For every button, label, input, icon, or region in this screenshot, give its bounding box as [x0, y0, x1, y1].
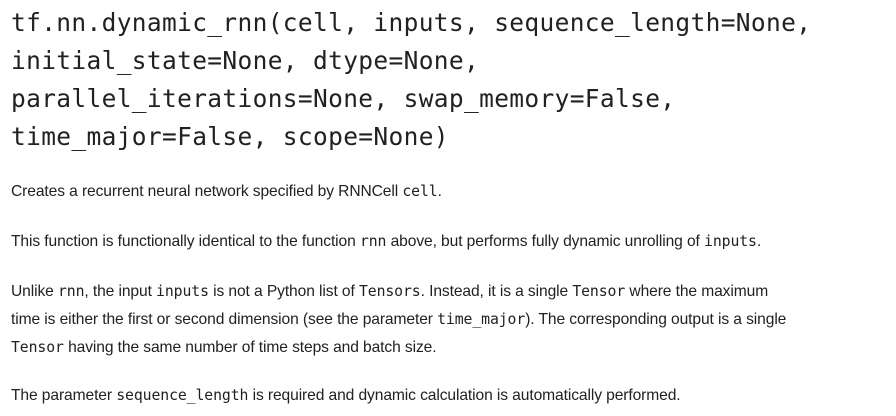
text-run: having the same number of time steps and… — [63, 339, 437, 356]
inline-code: rnn — [57, 283, 85, 300]
paragraph-line: time is either the first or second dimen… — [11, 306, 786, 334]
text-run: . — [437, 183, 442, 200]
text-run: This function is functionally identical … — [11, 233, 360, 250]
paragraph-line: Unlike rnn, the input inputs is not a Py… — [11, 278, 786, 306]
inline-code: time_major — [437, 311, 526, 328]
inputs-explanation-paragraph: Unlike rnn, the input inputs is not a Py… — [11, 278, 786, 362]
functional-identity-paragraph: This function is functionally identical … — [11, 228, 761, 256]
text-run: ). The corresponding output is a single — [525, 311, 787, 328]
inline-code: sequence_length — [116, 387, 249, 404]
text-run: is not a Python list of — [208, 283, 359, 300]
paragraph-line: Tensor having the same number of time st… — [11, 334, 786, 362]
text-run: time is either the first or second dimen… — [11, 311, 438, 328]
text-run: , the input — [84, 283, 157, 300]
signature-line-1: tf.nn.dynamic_rnn(cell, inputs, sequence… — [11, 8, 812, 37]
inline-code: Tensors — [358, 283, 421, 300]
inline-code: Tensor — [11, 339, 64, 356]
text-run: Unlike — [11, 283, 58, 300]
signature-line-4: time_major=False, scope=None) — [11, 122, 449, 151]
text-run: is required and dynamic calculation is a… — [248, 387, 681, 404]
text-run: The parameter — [11, 387, 117, 404]
signature-line-3: parallel_iterations=None, swap_memory=Fa… — [11, 84, 676, 113]
text-run: . — [756, 233, 762, 250]
text-run: where the maximum — [625, 283, 769, 300]
signature-line-2: initial_state=None, dtype=None, — [11, 46, 480, 75]
text-run: . Instead, it is a single — [420, 283, 573, 300]
text-run: above, but performs fully dynamic unroll… — [386, 233, 705, 250]
inline-code: rnn — [359, 233, 387, 250]
function-signature: tf.nn.dynamic_rnn(cell, inputs, sequence… — [11, 0, 896, 156]
inline-code: inputs — [156, 283, 209, 300]
inline-code: Tensor — [572, 283, 626, 300]
inline-code: cell — [402, 183, 438, 200]
description-paragraph: Creates a recurrent neural network speci… — [11, 178, 442, 206]
sequence-length-paragraph: The parameter sequence_length is require… — [11, 382, 681, 410]
text-run: Creates a recurrent neural network speci… — [11, 183, 403, 200]
inline-code: inputs — [704, 233, 757, 250]
doc-page: tf.nn.dynamic_rnn(cell, inputs, sequence… — [11, 0, 896, 156]
